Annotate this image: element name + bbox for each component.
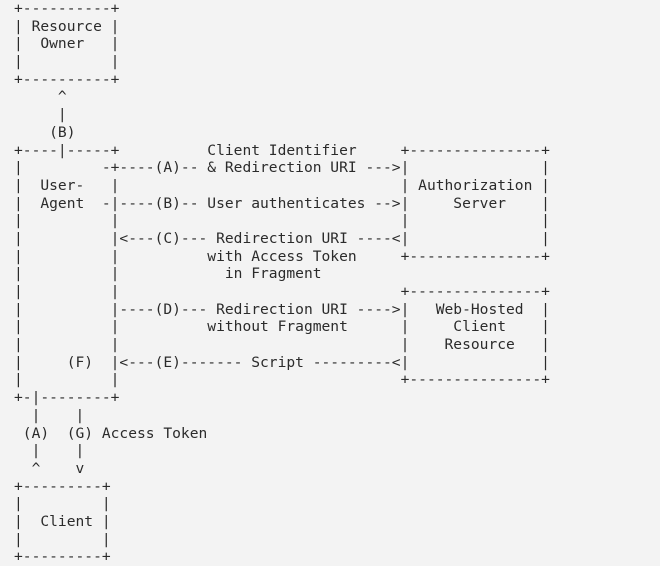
user-agent-box-bottom: +-|--------+ (14, 389, 120, 407)
flow-b-arrowhead-up: ^ (14, 88, 67, 106)
flow-a-g-connectors-top: | | (14, 406, 85, 424)
flow-a-g-arrowheads: ^ v (14, 459, 85, 477)
client-box-spacer-top: | | (14, 495, 111, 513)
implicit-grant-flow-diagram: +----------+| Resource || Owner || |+---… (14, 0, 550, 566)
flow-c-in-fragment: | | in Fragment (14, 265, 322, 283)
flow-e-script-arrow: | (F) |<---(E)------- Script ---------<|… (14, 353, 550, 371)
flow-d-without-fragment: | | without Fragment | Client | (14, 318, 550, 336)
client-box-bottom: +---------+ (14, 548, 111, 566)
flow-c-redirection-uri-arrow: | |<---(C)--- Redirection URI ----<| | (14, 229, 550, 247)
web-hosted-client-resource-label: | | | Resource | (14, 336, 550, 354)
flow-a-g-connectors-bottom: | | (14, 442, 85, 460)
web-hosted-client-box-bottom: | | +---------------+ (14, 371, 550, 389)
client-box-spacer-bottom: | | (14, 530, 111, 548)
resource-owner-box-bottom: +----------+ (14, 70, 120, 88)
resource-owner-label-line-1: | Resource | (14, 17, 120, 35)
flow-b-user-authenticates-arrow: | Agent -|----(B)-- User authenticates -… (14, 194, 550, 212)
flow-a-redirection-uri-arrow: | -+----(A)-- & Redirection URI --->| | (14, 159, 550, 177)
flow-c-with-access-token: | | with Access Token +---------------+ (14, 247, 550, 265)
web-hosted-client-box-top: | | +---------------+ (14, 283, 550, 300)
diagram-spacer-line: | | | | (14, 212, 550, 230)
resource-owner-box-spacer: | | (14, 53, 120, 71)
flow-b-label: (B) (14, 123, 76, 141)
flow-d-redirection-uri-arrow: | |----(D)--- Redirection URI ---->| Web… (14, 300, 550, 318)
flow-b-connector: | (14, 106, 67, 124)
client-box-top: +---------+ (14, 477, 111, 495)
client-label: | Client | (14, 512, 111, 530)
user-agent-box-top-with-client-identifier: +----|-----+ Client Identifier +--------… (14, 141, 550, 159)
resource-owner-box-top: +----------+ (14, 0, 120, 17)
resource-owner-label-line-2: | Owner | (14, 35, 120, 53)
flow-a-g-access-token-label: (A) (G) Access Token (14, 424, 208, 442)
user-agent-and-authorization-label: | User- | | Authorization | (14, 176, 550, 194)
